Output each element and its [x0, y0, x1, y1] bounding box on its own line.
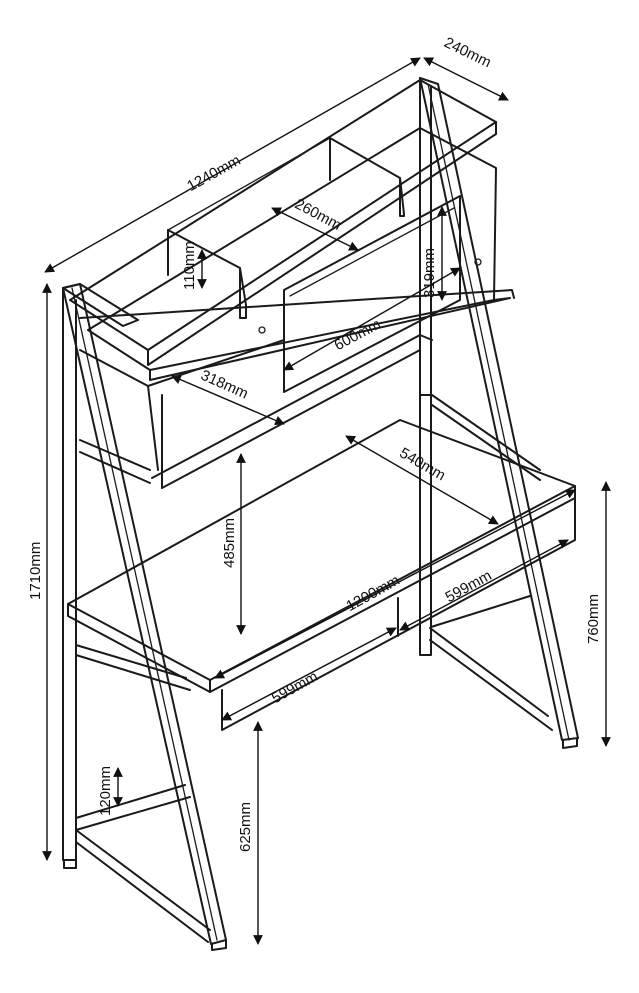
label-overall-width: 1240mm	[184, 152, 243, 195]
label-overall-depth: 240mm	[441, 34, 493, 71]
label-drawer-left-width: 599mm	[269, 668, 321, 707]
label-shelf-compartment-width: 260mm	[292, 195, 344, 233]
label-desk-depth: 540mm	[396, 445, 448, 485]
dimension-lines	[42, 57, 611, 945]
label-overall-height: 1710mm	[27, 542, 44, 600]
label-upper-cabinet-height: 319mm	[421, 248, 438, 298]
label-bottom-shelf-height: 120mm	[97, 766, 114, 816]
label-shelf-to-desk-height: 485mm	[221, 518, 238, 568]
label-lower-shelf-width: 318mm	[198, 367, 251, 403]
label-floor-to-desk-height: 625mm	[237, 802, 254, 852]
label-desk-height: 760mm	[585, 594, 602, 644]
label-upper-cabinet-width: 600mm	[332, 316, 384, 354]
label-shelf-height: 110mm	[181, 241, 198, 290]
